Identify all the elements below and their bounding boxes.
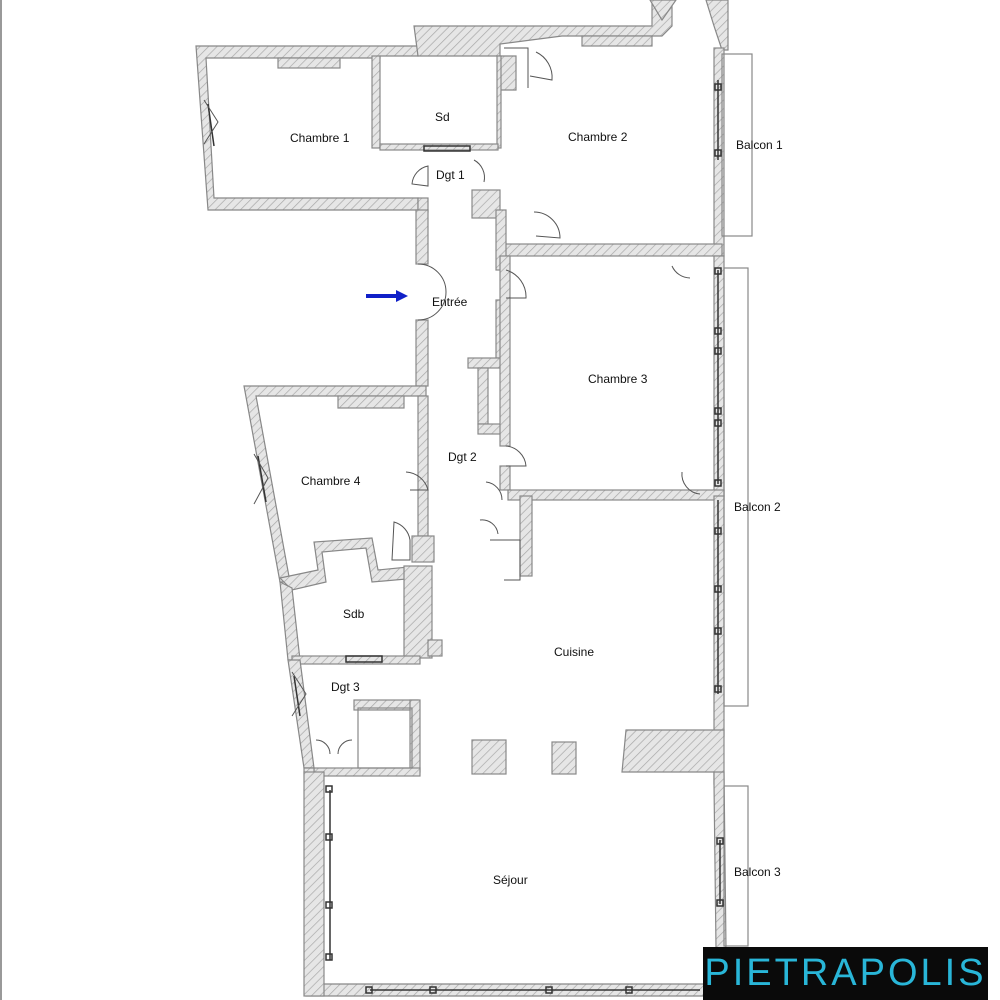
- label-sejour: Séjour: [493, 873, 528, 887]
- label-dgt-2: Dgt 2: [448, 450, 477, 464]
- doors: [203, 47, 701, 769]
- label-chambre-4: Chambre 4: [301, 474, 361, 488]
- cuisine-walls: [471, 495, 725, 785]
- dgt-3-walls: [287, 659, 421, 777]
- label-balcon-1: Balcon 1: [736, 138, 783, 152]
- chambre-4-walls: [243, 385, 443, 665]
- label-chambre-1: Chambre 1: [290, 131, 350, 145]
- chambre-1-walls: [195, 45, 429, 213]
- label-sd: Sd: [435, 110, 450, 124]
- pietrapolis-logo: PIETRAPOLIS: [703, 947, 988, 1000]
- label-sdb: Sdb: [343, 607, 365, 621]
- label-entree: Entrée: [432, 295, 468, 309]
- label-balcon-3: Balcon 3: [734, 865, 781, 879]
- logo-text: PIETRAPOLIS: [704, 952, 987, 994]
- label-cuisine: Cuisine: [554, 645, 594, 659]
- arrow-right-icon: [366, 290, 408, 302]
- label-chambre-2: Chambre 2: [568, 130, 628, 144]
- label-balcon-2: Balcon 2: [734, 500, 781, 514]
- label-dgt-1: Dgt 1: [436, 168, 465, 182]
- windows: [207, 80, 724, 994]
- label-dgt-3: Dgt 3: [331, 680, 360, 694]
- label-chambre-3: Chambre 3: [588, 372, 648, 386]
- balconies: [721, 53, 753, 947]
- corridor-walls: [415, 209, 511, 491]
